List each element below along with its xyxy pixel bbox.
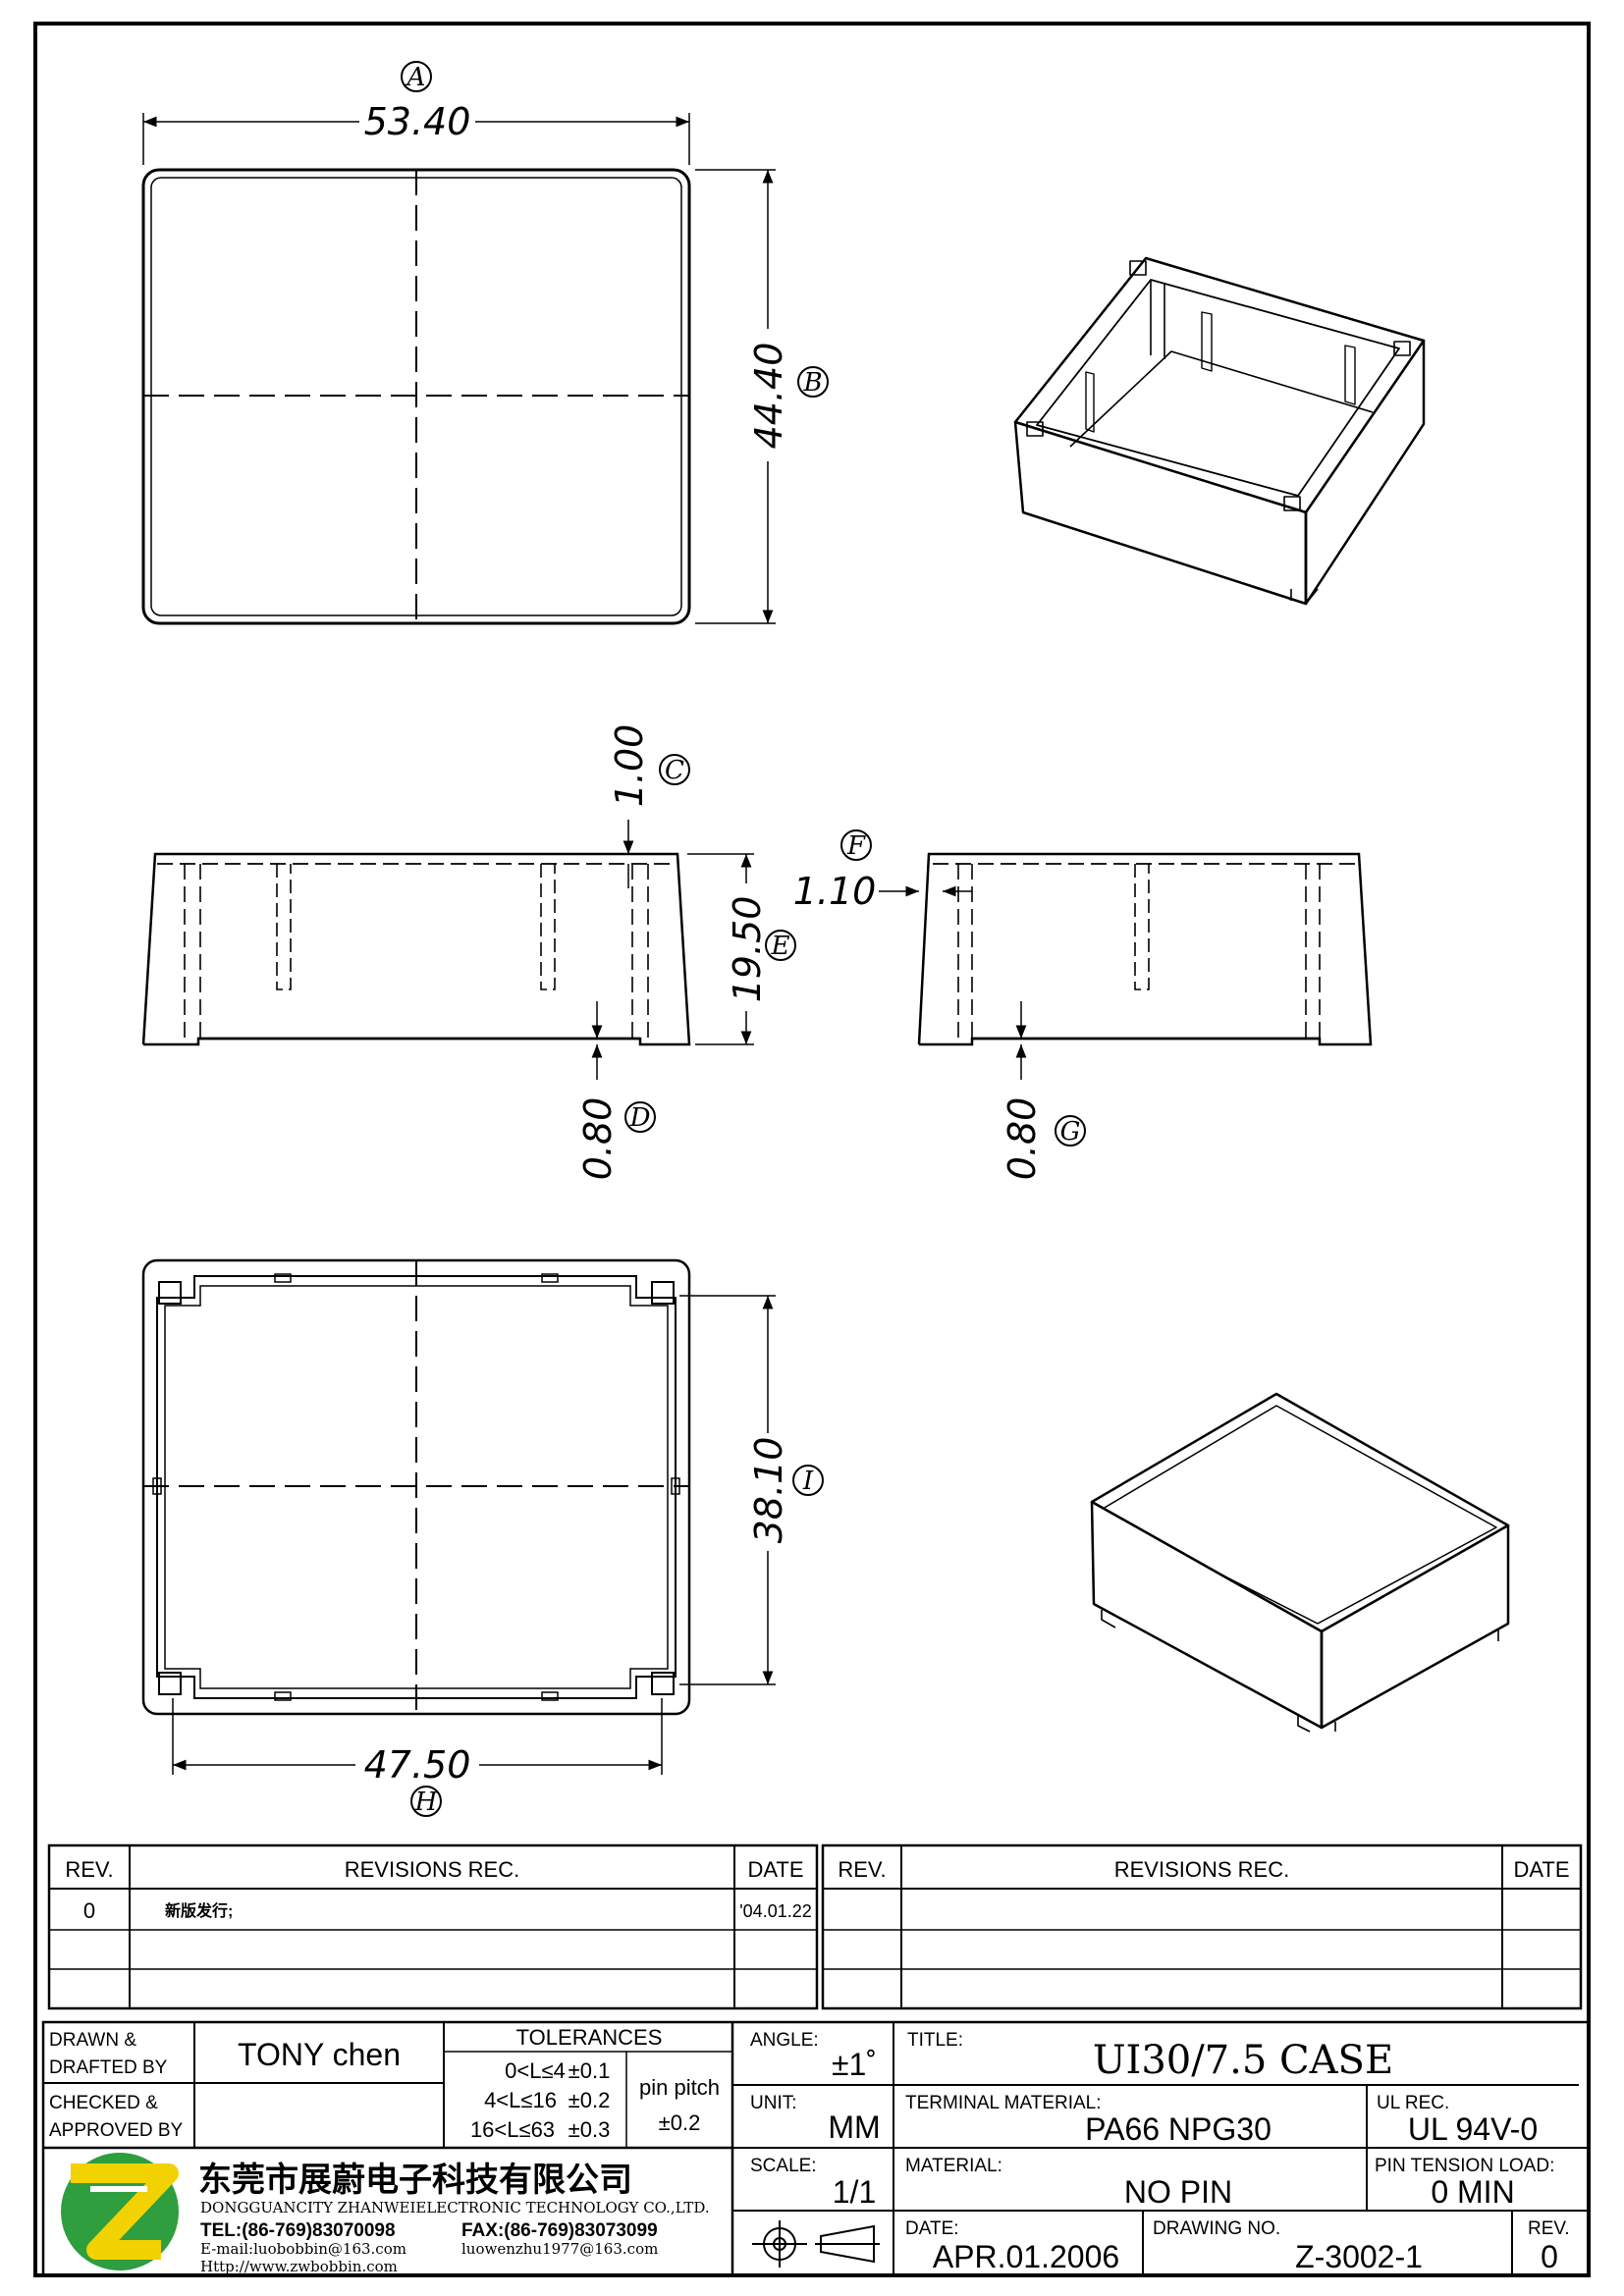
checked-label-1: CHECKED &	[49, 2093, 158, 2113]
balloon-c: C	[665, 756, 684, 785]
balloon-i: I	[802, 1467, 814, 1496]
rev-date-header-left: DATE	[747, 1857, 803, 1882]
material-value: NO PIN	[1124, 2174, 1232, 2210]
title-block-grid	[41, 2020, 1591, 2277]
rev-row-0-rev: 0	[83, 1898, 95, 1923]
tolerance-2-range: 4<L≤16	[484, 2088, 557, 2112]
side-view	[917, 852, 1373, 1046]
rev-date-header-right: DATE	[1513, 1857, 1569, 1882]
isometric-view-open	[1013, 256, 1426, 606]
title-value: UI30/7.5 CASE	[1093, 2038, 1393, 2083]
rev-header-right: REV.	[838, 1857, 886, 1882]
top-view	[141, 168, 691, 625]
balloon-e: E	[771, 932, 790, 961]
rev-rec-header-right: REVISIONS REC.	[1114, 1857, 1289, 1882]
company-email-1: E-mail:luobobbin@163.com	[200, 2240, 406, 2258]
dimension-h: 47.50 H	[172, 1698, 663, 1817]
angle-label: ANGLE:	[750, 2030, 819, 2051]
rev-value: 0	[1541, 2239, 1558, 2274]
dimension-f: 1.10 F	[793, 829, 972, 913]
date-value: APR.01.2006	[933, 2239, 1119, 2274]
dim-f-value: 1.10	[793, 870, 877, 913]
dimension-b: 44.40 B	[695, 169, 829, 624]
dimension-c: 1.00 C	[608, 724, 690, 888]
scale-value: 1/1	[833, 2174, 876, 2210]
tolerance-3-value: ±0.3	[568, 2117, 611, 2142]
pin-tension-value: 0 MIN	[1431, 2174, 1514, 2210]
company-name-en: DONGGUANCITY ZHANWEIELECTRONIC TECHNOLOG…	[200, 2199, 710, 2216]
tolerance-1-value: ±0.1	[568, 2058, 611, 2083]
drawn-label-2: DRAFTED BY	[49, 2057, 168, 2078]
dim-b-value: 44.40	[747, 343, 790, 450]
terminal-material-label: TERMINAL MATERIAL:	[905, 2093, 1102, 2113]
ul-rec-label: UL REC.	[1377, 2093, 1449, 2113]
rev-rec-header-left: REVISIONS REC.	[345, 1857, 519, 1882]
balloon-a: A	[406, 63, 426, 92]
rev-row-0-rec: 新版发行;	[165, 1901, 233, 1920]
company-name-cn: 东莞市展蔚电子科技有限公司	[198, 2161, 632, 2200]
pin-pitch-value: ±0.2	[659, 2110, 701, 2135]
material-label: MATERIAL:	[905, 2156, 1002, 2176]
bottom-view	[141, 1258, 691, 1716]
dim-d-value: 0.80	[576, 1097, 620, 1181]
company-fax: FAX:(86-769)83073099	[461, 2220, 658, 2241]
drawn-label-1: DRAWN &	[49, 2030, 136, 2051]
date-label: DATE:	[905, 2218, 959, 2239]
drawn-value: TONY chen	[238, 2037, 401, 2072]
balloon-f: F	[846, 831, 866, 861]
dimension-e: 19.50 E	[687, 853, 796, 1045]
tolerances-label: TOLERANCES	[516, 2025, 663, 2050]
dim-g-value: 0.80	[1001, 1097, 1044, 1181]
dimension-d: 0.80 D	[576, 1001, 656, 1181]
balloon-h: H	[414, 1788, 439, 1817]
company-logo	[61, 2153, 179, 2270]
dimension-i: 38.10 I	[679, 1295, 824, 1685]
dim-c-value: 1.00	[608, 724, 651, 808]
dim-i-value: 38.10	[747, 1437, 790, 1544]
company-website: Http://www.zwbobbin.com	[200, 2258, 398, 2275]
projection-symbol-icon	[752, 2220, 880, 2268]
scale-label: SCALE:	[750, 2156, 817, 2176]
unit-value: MM	[828, 2109, 880, 2145]
revision-table-right	[821, 1843, 1583, 2010]
dim-a-value: 53.40	[364, 100, 471, 143]
revision-table-left	[47, 1843, 819, 2010]
unit-label: UNIT:	[750, 2093, 797, 2113]
dim-e-value: 19.50	[726, 896, 769, 1003]
company-tel: TEL:(86-769)83070098	[200, 2220, 396, 2241]
front-view	[141, 852, 691, 1046]
drawing-no-label: DRAWING NO.	[1153, 2218, 1280, 2239]
ul-rec-value: UL 94V-0	[1408, 2111, 1538, 2147]
rev-label: REV.	[1528, 2218, 1570, 2239]
pin-tension-label: PIN TENSION LOAD:	[1375, 2156, 1554, 2176]
balloon-b: B	[802, 368, 822, 398]
rev-row-0-date: '04.01.22	[739, 1901, 812, 1921]
isometric-view-closed	[1090, 1392, 1510, 1733]
dimension-a: 53.40 A	[142, 61, 690, 165]
rev-header-left: REV.	[65, 1857, 113, 1882]
angle-value: ±1˚	[832, 2047, 877, 2082]
dimension-g: 0.80 G	[1001, 1001, 1086, 1181]
tolerance-2-value: ±0.2	[568, 2088, 611, 2112]
balloon-d: D	[629, 1103, 651, 1133]
tolerance-1-range: 0<L≤4	[505, 2058, 566, 2083]
dim-h-value: 47.50	[364, 1743, 471, 1787]
terminal-material-value: PA66 NPG30	[1085, 2111, 1272, 2147]
checked-label-2: APPROVED BY	[49, 2120, 184, 2141]
pin-pitch-label: pin pitch	[639, 2075, 720, 2100]
tolerance-3-range: 16<L≤63	[470, 2117, 555, 2142]
balloon-g: G	[1060, 1117, 1081, 1147]
drawing-no-value: Z-3002-1	[1295, 2239, 1423, 2274]
company-email-2: luowenzhu1977@163.com	[461, 2240, 658, 2258]
title-label: TITLE:	[907, 2030, 963, 2051]
